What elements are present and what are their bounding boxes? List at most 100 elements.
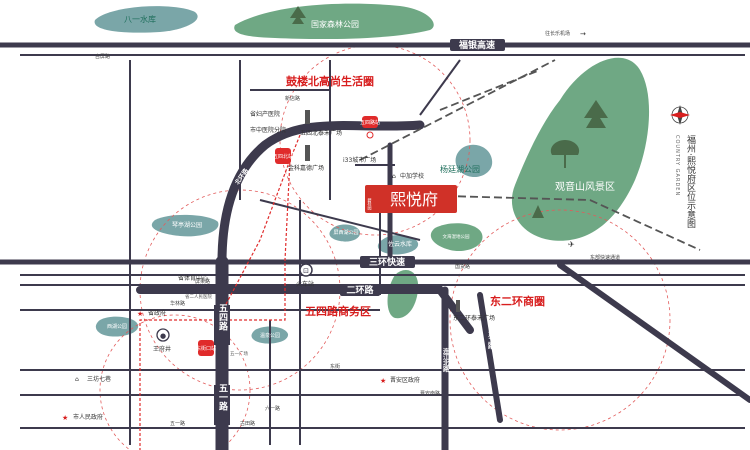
train-station-icon	[299, 263, 313, 277]
road-labels: 福银高速 往长乐机场 → 三环快速 二环路 五一路 五四路 连江北路 东二路 东…	[95, 30, 663, 427]
yangting-lake	[455, 144, 493, 178]
eastern-expressway	[557, 262, 750, 403]
badge-metro-text: 五四路站	[360, 119, 380, 126]
bayishui-lake	[94, 6, 198, 33]
wusi-v-label: 五四路	[217, 303, 228, 331]
xihu-label: 西湖公园	[107, 323, 127, 330]
poi-tcm: 市中医院分院	[250, 126, 286, 134]
badge-wusi-text: 五四北站	[273, 153, 293, 160]
planned-roads	[359, 59, 701, 251]
wenquan-label: 温泉公园	[260, 332, 280, 339]
erhuan-road	[136, 286, 474, 334]
forest-park-area	[234, 3, 434, 40]
poi-province-gov: 省政府	[148, 309, 166, 317]
small-green-area	[387, 270, 419, 319]
dongerhuan-building-icon	[456, 300, 460, 312]
badge-metro-bg	[362, 116, 378, 128]
gulou-area-label: 鼓楼北高尚生活圈	[286, 74, 374, 88]
dongerhuan-road-label: 东二路	[487, 330, 494, 350]
metro-line	[139, 134, 301, 450]
metro-icon	[366, 131, 374, 139]
project-logo-prefix: 碧桂园	[368, 197, 373, 211]
poi-city-gov: 市人民政府	[73, 413, 103, 421]
tree-icons	[290, 6, 608, 218]
wusi-plaza-building-icon	[305, 110, 310, 124]
wuyi-s-label: 五一路	[170, 420, 185, 427]
gutian-label: 古田路	[240, 420, 255, 427]
project-logo-bg	[365, 185, 457, 213]
park-labels: 八一水库 国家森林公园 观音山风景区 杨廷湖公园 琴亭湖公园 西湖公园 温泉公园…	[107, 14, 615, 339]
tree-icon	[584, 100, 608, 128]
liuyi-label: 六一路	[265, 405, 280, 412]
school-icon: ⌂	[392, 173, 396, 180]
green-areas	[94, 3, 650, 344]
pingxi-lake	[329, 224, 361, 242]
fuyin-label-bg	[450, 39, 505, 51]
wenhai-label: 文海湿地公园	[443, 233, 470, 240]
wuyi-v-label: 五一路	[217, 383, 228, 411]
metro-badges: 五四北站 东街口站 五四路站	[196, 116, 380, 356]
poi-wangfu: 王府井	[153, 345, 171, 353]
forest-label: 国家森林公园	[311, 19, 359, 29]
poi-fuzhouyi: 省妇产医院	[250, 110, 280, 118]
pingguo-label: 屏果路	[195, 278, 210, 285]
hualin-label: 华林路	[170, 300, 185, 307]
guanyinshan-label: 观音山风景区	[555, 180, 615, 193]
bayishui-label: 八一水库	[124, 14, 156, 24]
jinke-building-icon	[305, 145, 310, 161]
poi-wuyi-square: 五一广场	[230, 350, 248, 357]
poi-dongerhuan-plaza: 东二环泰禾广场	[453, 314, 495, 322]
erhuan-label: 二环路	[346, 284, 374, 296]
jinji-label: 晋安南路	[420, 390, 440, 397]
poi-sanfang: 三坊七巷	[87, 375, 111, 383]
star-icon-city: ★	[62, 414, 68, 422]
person-icon: ●	[160, 332, 166, 340]
poi-jinke: 金科嘉德广场	[288, 164, 324, 172]
guoxu-label: 国货路	[455, 263, 470, 270]
sanfang-icon: ⌂	[75, 376, 79, 383]
tree-icon	[290, 6, 306, 24]
wenhai-area	[430, 223, 483, 252]
wangfu-icon	[156, 328, 170, 342]
compass-icon	[670, 105, 690, 125]
yangting-label: 杨廷湖公园	[440, 164, 480, 174]
tree-icon	[532, 205, 544, 218]
chuanshi-label: 川石东街	[638, 295, 663, 316]
dongerhuan-road	[477, 292, 503, 423]
badge-wusi-bg	[275, 148, 291, 164]
circle-dongerhuan	[449, 209, 671, 431]
circle-far	[99, 314, 251, 450]
dongerhuan-area-label: 东二环商圈	[490, 294, 545, 308]
sanhuan-label: 三环快速	[369, 256, 405, 268]
wusi-area-label: 五四路商务区	[305, 304, 371, 318]
airplane-icon: ✈	[568, 240, 575, 249]
arrow-right-icon: →	[580, 30, 586, 38]
changle-label: 往长乐机场	[545, 30, 570, 37]
lianjiang-label: 连江北路	[442, 347, 449, 373]
xindian-label: 新店路	[285, 95, 300, 102]
poi-wuyi-hosp: 省二人民医院	[185, 293, 212, 300]
poi-i33: i33城市广场	[343, 156, 376, 164]
zuoyun-label: 佐云水库	[388, 240, 412, 248]
qinting-label: 琴亭湖公园	[172, 221, 202, 229]
badge-sanfang-bg	[198, 340, 214, 356]
sanhuan-label-bg	[360, 256, 415, 268]
tree-icon	[550, 140, 580, 168]
poi-station: 火车站	[296, 280, 314, 288]
erhuan-kuaisu-label: 东部快速通道	[590, 254, 620, 261]
wusi-v-label-bg	[214, 305, 230, 345]
poi-zhongjia: 中加学校	[400, 172, 424, 180]
vertical-title: 福州·熙悦府区位示意图	[685, 134, 696, 229]
pois: 五四北泰禾广场 i33城市广场 中加学校 ⌂ 金科嘉德广场 东二环泰禾广场 ⊡ …	[62, 110, 495, 422]
pingxi-label: 屏西湖公园	[333, 229, 358, 236]
minor-roads	[20, 54, 745, 445]
poi-sports: 省体育中心	[178, 274, 208, 282]
vertical-subtitle: COUNTRY GARDEN	[674, 135, 680, 196]
guping-label: 古屏路	[95, 53, 110, 60]
train-icon: ⊡	[303, 267, 309, 275]
star-icon-jinan: ★	[380, 377, 386, 385]
poi-jinan-gov: 晋安区政府	[390, 376, 420, 384]
badge-sanfang-text: 东街口站	[196, 345, 216, 352]
area-labels: 鼓楼北高尚生活圈 五四路商务区 东二环商圈	[286, 74, 545, 318]
